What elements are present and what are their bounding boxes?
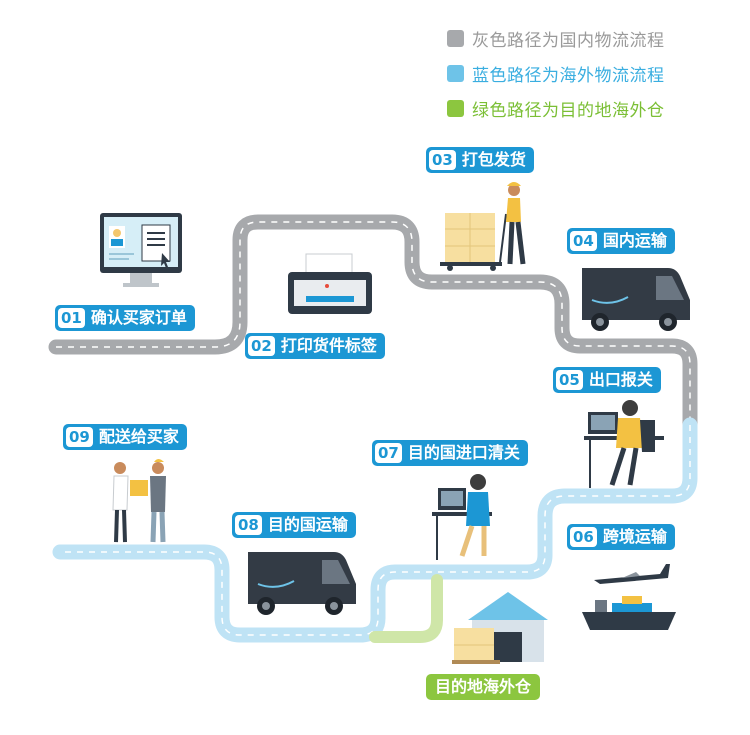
step-number: 08 — [235, 515, 262, 535]
step-number: 05 — [556, 370, 583, 390]
step-text: 配送给买家 — [98, 427, 179, 446]
blue-swatch — [447, 65, 464, 82]
warehouse-label: 目的地海外仓 — [426, 674, 541, 700]
step-text: 国内运输 — [602, 231, 667, 250]
delivery-van-icon — [248, 552, 356, 615]
domestic-road — [48, 214, 698, 433]
gray-swatch — [447, 30, 464, 47]
step-text: 出口报关 — [588, 370, 653, 389]
step-09-label: 09 配送给买家 — [63, 424, 187, 450]
legend-warehouse-text: 绿色路径为目的地海外仓 — [472, 101, 665, 121]
step-06-label: 06 跨境运输 — [567, 524, 675, 550]
handoff-icon — [112, 459, 166, 543]
step-text: 打包发货 — [461, 150, 526, 169]
step-number: 09 — [66, 427, 93, 447]
step-number: 07 — [375, 443, 402, 463]
step-number: 04 — [570, 231, 597, 251]
airplane-icon — [594, 564, 670, 584]
worker-cart-icon — [440, 182, 526, 271]
step-04-label: 04 国内运输 — [567, 228, 675, 254]
step-number: 02 — [248, 336, 275, 356]
step-03-label: 03 打包发货 — [426, 147, 534, 173]
cargo-ship-icon — [582, 596, 676, 630]
customs-officer-icon — [584, 400, 664, 488]
step-07-label: 07 目的国进口清关 — [372, 440, 528, 466]
legend-domestic: 灰色路径为国内物流流程 — [447, 26, 665, 51]
step-number: 03 — [429, 150, 456, 170]
printer-icon — [288, 253, 372, 314]
step-number: 01 — [58, 308, 85, 328]
step-text: 确认买家订单 — [90, 308, 187, 327]
step-02-label: 02 打印货件标签 — [245, 333, 385, 359]
step-05-label: 05 出口报关 — [553, 367, 661, 393]
step-08-label: 08 目的国运输 — [232, 512, 356, 538]
legend-overseas: 蓝色路径为海外物流流程 — [447, 61, 665, 86]
legend-warehouse: 绿色路径为目的地海外仓 — [447, 96, 665, 121]
warehouse-road — [369, 574, 443, 643]
step-number: 06 — [570, 527, 597, 547]
overseas-road — [52, 417, 698, 643]
green-swatch — [447, 100, 464, 117]
import-clerk-icon — [432, 474, 492, 560]
legend-overseas-text: 蓝色路径为海外物流流程 — [472, 66, 665, 86]
computer-monitor-icon — [100, 213, 182, 287]
legend-domestic-text: 灰色路径为国内物流流程 — [472, 31, 665, 51]
step-text: 打印货件标签 — [280, 336, 377, 355]
step-text: 目的国进口清关 — [407, 443, 520, 462]
step-text: 目的国运输 — [267, 515, 348, 534]
warehouse-icon — [452, 592, 548, 664]
step-01-label: 01 确认买家订单 — [55, 305, 195, 331]
delivery-van-icon — [582, 268, 690, 331]
step-text: 跨境运输 — [602, 527, 667, 546]
